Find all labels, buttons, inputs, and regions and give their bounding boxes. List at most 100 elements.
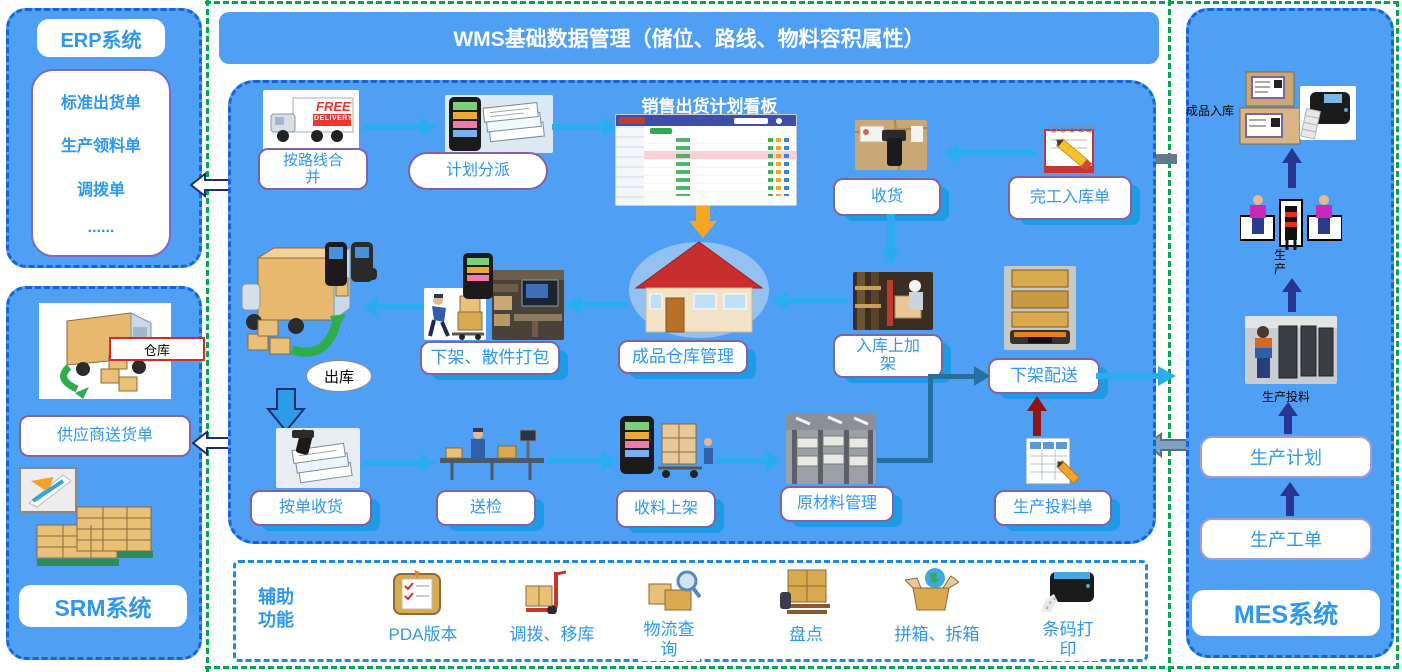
pda-icon: [463, 253, 493, 299]
erp-item: 生产领料单: [60, 138, 141, 156]
arrow-delivery-to-mes: [1096, 366, 1176, 386]
dashboard-status-chips: [676, 138, 690, 196]
clipboard-pencil-icon: [19, 467, 77, 513]
production-feeding-photo: [1245, 316, 1337, 384]
send-inspection-label: 送检: [436, 490, 536, 526]
supplier-delivery-note-label: 供应商送货单: [19, 415, 191, 457]
feeding-order-sheet-icon: [1025, 437, 1080, 485]
truck-text-delivery: DELIVERY: [314, 115, 353, 122]
route-merge-label: 按路线合并: [258, 148, 368, 190]
srm-panel: 仓库 供应商送货单 SRM系统: [6, 286, 205, 660]
packing-station-photo: [492, 270, 564, 340]
production-text: 生产: [1274, 248, 1287, 277]
raw-material-racks-photo: [786, 414, 876, 484]
dashboard-toolbar: [644, 126, 796, 136]
sales-plan-dashboard-screenshot: [615, 114, 797, 206]
green-divider-left: [206, 0, 209, 672]
box-magnifier-icon: [648, 570, 701, 611]
arrow-truck-to-dispatch: [363, 117, 437, 137]
material-shelving-label: 收料上架: [616, 490, 716, 528]
arrow-inspection-to-shelving: [548, 451, 618, 471]
receive-label: 收货: [833, 178, 941, 216]
aux-label-transfer: 调拨、移库: [500, 620, 604, 645]
aux-label-stocktake: 盘点: [780, 620, 832, 645]
labeled-boxes-image: [1239, 71, 1301, 145]
truck-text-free: FREE: [316, 99, 351, 114]
plan-dispatch-label: 计划分派: [408, 152, 548, 190]
mes-title: MES系统: [1192, 590, 1380, 636]
connector-vertical: [928, 374, 933, 463]
dashboard-chip-col-amber: [776, 138, 781, 196]
arrow-production-to-inbound: [1282, 148, 1302, 188]
arrow-warehouse-to-pack: [566, 295, 628, 315]
arrow-dispatch-to-dashboard: [552, 117, 618, 137]
dashboard-table: [644, 136, 796, 198]
connector-rawmaterial-horizontal: [877, 458, 933, 463]
arrow-order-to-plan: [1280, 482, 1300, 516]
feeding-order-label: 生产投料单: [994, 490, 1112, 526]
unshelve-delivery-label: 下架配送: [988, 358, 1100, 394]
pda-trolley-image: [620, 416, 713, 478]
erp-panel: ERP系统 标准出货单 生产领料单 调拨单 ......: [6, 8, 202, 268]
connector-arrowhead: [974, 366, 990, 386]
scanner-box-photo: [855, 120, 927, 170]
arrow-finishorder-to-receive: [943, 143, 1035, 163]
erp-document-list: 标准出货单 生产领料单 调拨单 ......: [31, 69, 171, 257]
dashboard-chip-col-blue: [784, 138, 789, 196]
dashboard-header-bar: [616, 115, 796, 126]
dashboard-logo: [619, 117, 645, 124]
warehouse-tag: 仓库: [109, 337, 205, 361]
dashboard-sidebar: [616, 126, 644, 205]
handtruck-icon: [525, 570, 567, 614]
erp-item: 标准出货单: [60, 94, 141, 112]
green-divider-top: [205, 1, 1399, 4]
finished-inbound-order-label: 完工入库单: [1008, 176, 1132, 220]
production-plan-box: 生产计划: [1200, 436, 1372, 478]
production-feeding-text: 生产投料: [1262, 390, 1311, 404]
srm-title: SRM系统: [19, 585, 187, 627]
green-divider-bottom: [205, 666, 1399, 669]
arrow-plan-to-feeding: [1278, 402, 1298, 434]
aux-label-pda: PDA版本: [380, 620, 466, 645]
notepad-pencil-icon: [1044, 125, 1094, 173]
erp-item: ......: [87, 219, 115, 237]
outbound-label: 出库: [306, 360, 372, 392]
finished-warehouse-label: 成品仓库管理: [618, 340, 748, 374]
arrow-shelving-to-rawmaterial: [716, 451, 782, 471]
label-printer-photo: [1300, 86, 1356, 140]
handheld-scanners-image: [325, 242, 377, 286]
green-divider-middle: [1168, 0, 1171, 672]
arrow-feedingorder-up: [1027, 396, 1047, 436]
dashboard-chip-col-green: [768, 138, 773, 196]
arrow-order-to-inspection: [364, 453, 436, 473]
inbound-shelving-label: 入库上加架: [833, 334, 943, 378]
arrow-outbound-down: [266, 388, 306, 432]
connector-to-delivery: [928, 374, 978, 379]
raw-material-label: 原材料管理: [780, 486, 894, 522]
pda-papers-image: [445, 95, 553, 153]
receive-by-order-label: 按单收货: [250, 490, 372, 526]
arrow-receive-to-shelving: [881, 214, 901, 266]
arrow-shelving-to-warehouse: [772, 291, 848, 311]
unshelve-pack-label: 下架、散件打包: [420, 341, 560, 375]
arrow-machine-to-production: [1282, 278, 1302, 312]
warehouse-house-image: [629, 241, 769, 338]
dashboard-avatar: [776, 118, 782, 124]
dashboard-highlight-row: [644, 151, 796, 159]
checklist-icon: [393, 570, 441, 615]
aux-label-logistics: 物流查询: [638, 620, 700, 661]
inbound-shelving-photo: [853, 272, 933, 330]
green-divider-right: [1396, 1, 1399, 669]
aux-title: 辅助功能: [258, 587, 294, 631]
erp-item: 调拨单: [76, 181, 125, 199]
assembly-workers-image: [1240, 195, 1342, 250]
pallet-stack-image: [36, 506, 153, 566]
arrow-dashboard-to-warehouse: [689, 206, 717, 238]
production-order-box: 生产工单: [1200, 518, 1372, 560]
pallet-scan-icon: [780, 569, 830, 614]
wms-header: WMS基础数据管理（储位、路线、物料容积属性）: [219, 12, 1159, 64]
open-box-globe-icon: [905, 568, 959, 611]
dashboard-button: [650, 128, 672, 134]
agv-robot-photo: [1004, 266, 1076, 350]
